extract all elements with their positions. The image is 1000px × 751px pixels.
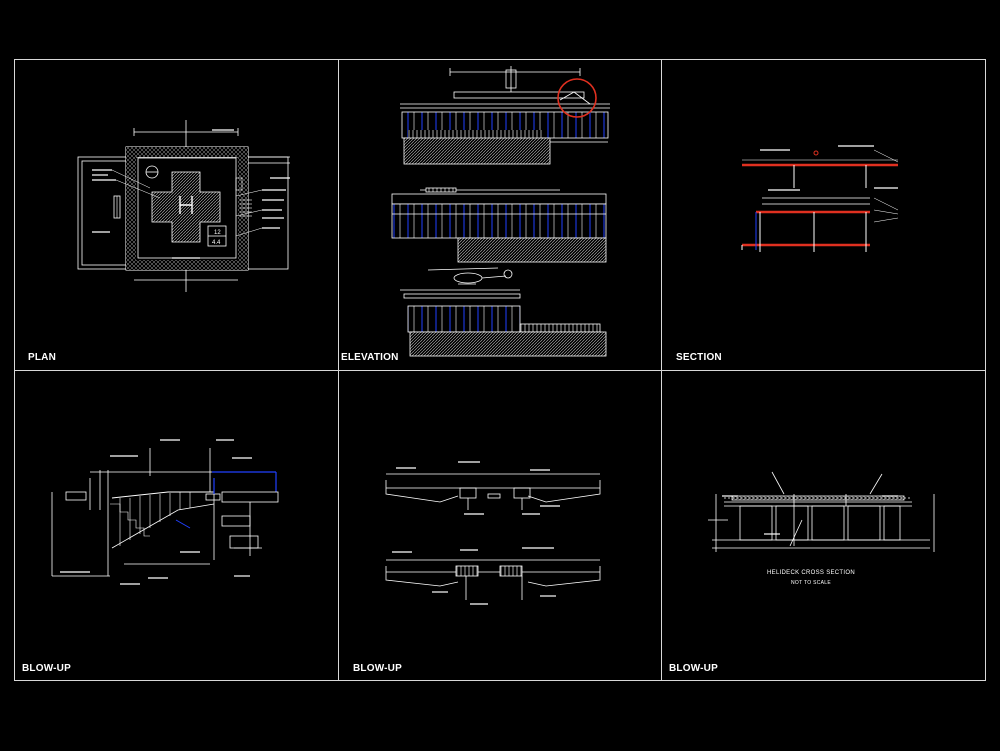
panel-label-blowup-cross: BLOW-UP: [669, 663, 718, 674]
helicopter-outline: [427, 267, 513, 285]
cross-section-drawing: [708, 471, 935, 552]
section-drawing: [741, 145, 899, 252]
stair-detail-drawing: [51, 439, 279, 585]
panel-label-blowup-stair: BLOW-UP: [22, 663, 71, 674]
cross-section-scale-note: NOT TO SCALE: [790, 580, 831, 586]
plan-drawing: [77, 120, 290, 292]
elevation-drawing: [391, 66, 610, 357]
panel-label-blowup-deck: BLOW-UP: [353, 663, 402, 674]
callout-stair: [559, 91, 591, 105]
plan-number-bottom: 4.4: [212, 240, 221, 246]
deck-edge-details: [385, 461, 601, 605]
panel-label-elevation: ELEVATION: [341, 352, 399, 363]
cross-section-title: HELIDECK CROSS SECTION: [767, 570, 855, 576]
plan-number-top: 12: [214, 230, 221, 236]
plan-marking-numbers: 12 4.4: [212, 230, 221, 246]
detail-callout-circle: [557, 78, 597, 118]
panel-label-plan: PLAN: [28, 352, 57, 363]
panel-label-section: SECTION: [676, 352, 722, 363]
sheet-frame: [14, 59, 986, 681]
